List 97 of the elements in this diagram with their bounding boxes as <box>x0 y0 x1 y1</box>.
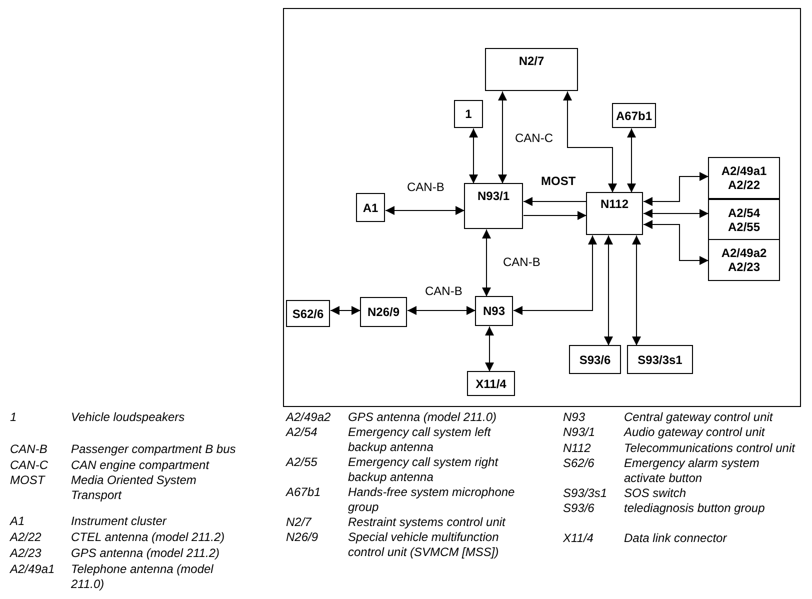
key-code: A1 <box>10 514 25 528</box>
component-box <box>360 297 407 327</box>
key-code: A67b1 <box>286 485 321 500</box>
component-box <box>356 193 385 222</box>
key-code: MOST <box>10 473 45 488</box>
arrow <box>330 306 361 315</box>
key-description: SOS switch <box>624 486 686 500</box>
component-box <box>612 103 656 128</box>
component-label: A2/54 <box>728 206 760 220</box>
component-label: A1 <box>362 200 378 214</box>
key-description: Emergency alarm system activate button <box>624 456 760 485</box>
edge-label: CAN-B <box>406 180 446 194</box>
component-box <box>464 183 523 229</box>
component-label: A2/23 <box>728 260 760 274</box>
key-code: A2/55 <box>286 455 318 470</box>
component-label: A2/49a2 <box>721 246 767 260</box>
key-description: Data link connector <box>624 531 727 546</box>
key-description: CAN engine compartment <box>71 458 210 472</box>
component-label: S93/6 <box>579 352 611 366</box>
component-box <box>569 345 621 374</box>
key-description: GPS antenna (model 211.0) <box>348 410 497 424</box>
key-description: Special vehicle multifunction control unit (SVMCM [MSS]) <box>348 530 500 559</box>
component-label: N26/9 <box>367 305 400 319</box>
key-description: Telecommunications control unit <box>624 441 795 456</box>
component-box <box>467 371 515 396</box>
key-description: Passenger compartment B bus <box>71 442 236 456</box>
key-code: N2/7 <box>286 515 312 530</box>
arrow <box>627 128 636 193</box>
key-code: N112 <box>563 441 591 456</box>
key-description: Emergency call system left backup antenna <box>348 425 492 454</box>
arrow <box>523 197 587 206</box>
key-code: A2/54 <box>286 425 318 440</box>
key-description: Central gateway control unit <box>624 410 773 424</box>
key-description: Media Oriented System Transport <box>71 473 198 502</box>
key-description: Audio gateway control unit <box>624 425 765 440</box>
arrow <box>643 209 709 218</box>
key-description: telediagnosis button group <box>624 501 765 516</box>
edge-label: CAN-B <box>502 255 542 269</box>
key-description: Instrument cluster <box>71 514 166 528</box>
key-description: Telephone antenna (model 211.0) <box>71 562 214 591</box>
key-code: A2/22 <box>10 530 42 544</box>
arrow <box>563 91 617 193</box>
arrow <box>498 91 507 184</box>
arrow <box>385 206 465 215</box>
arrow <box>469 128 478 184</box>
component-box <box>708 199 780 240</box>
key-code: S93/3s1 <box>563 486 608 500</box>
key-code: CAN-C <box>10 458 48 472</box>
arrow <box>604 235 613 346</box>
component-box <box>485 48 578 91</box>
component-label: N112 <box>600 197 629 211</box>
component-label: S62/6 <box>292 306 324 320</box>
arrow <box>523 211 587 220</box>
component-label: 1 <box>465 107 472 121</box>
key-description: CTEL antenna (model 211.2) <box>71 530 225 544</box>
edge-label: CAN-B <box>424 284 464 298</box>
component-label: X11/4 <box>476 376 506 390</box>
component-label: A2/55 <box>728 220 760 234</box>
key-code: A2/23 <box>10 546 42 560</box>
component-label: N2/7 <box>518 54 544 68</box>
key-code: CAN-B <box>10 442 48 456</box>
key-code: 1 <box>10 410 17 424</box>
key-description: Restraint systems control unit <box>348 515 506 530</box>
component-box <box>708 157 780 200</box>
arrow <box>632 235 641 346</box>
component-box <box>475 296 513 326</box>
component-label: A67b1 <box>616 108 652 122</box>
key-code: X11/4 <box>563 531 594 546</box>
edge-label: MOST <box>540 174 577 188</box>
component-label: A2/49a1 <box>721 164 767 178</box>
arrow <box>485 326 494 372</box>
component-box <box>586 192 643 235</box>
key-code: N93 <box>563 410 586 424</box>
component-box <box>708 239 780 281</box>
key-description: Hands-free system microphone group <box>348 485 516 514</box>
key-description: GPS antenna (model 211.2) <box>71 546 220 560</box>
component-label: N93 <box>482 304 505 318</box>
key-code: S93/6 <box>563 501 594 516</box>
edge-label: CAN-C <box>514 131 554 145</box>
component-label: S93/3s1 <box>638 352 682 366</box>
key-code: N93/1 <box>563 425 596 440</box>
key-description: Vehicle loudspeakers <box>71 410 185 424</box>
key-description: Emergency call system right backup antenna <box>348 455 500 484</box>
key-code: N26/9 <box>286 530 318 544</box>
arrow <box>643 172 709 206</box>
component-label: A2/22 <box>728 178 760 192</box>
key-code: S62/6 <box>563 456 594 470</box>
key-code: A2/49a2 <box>286 410 331 424</box>
arrow <box>407 306 476 315</box>
component-label: N93/1 <box>477 189 510 203</box>
arrow <box>643 220 709 265</box>
component-box <box>627 345 693 374</box>
key-code: A2/49a1 <box>10 562 55 576</box>
arrow <box>482 229 491 297</box>
component-box <box>286 300 330 327</box>
arrow <box>513 235 597 315</box>
component-box <box>454 100 483 128</box>
